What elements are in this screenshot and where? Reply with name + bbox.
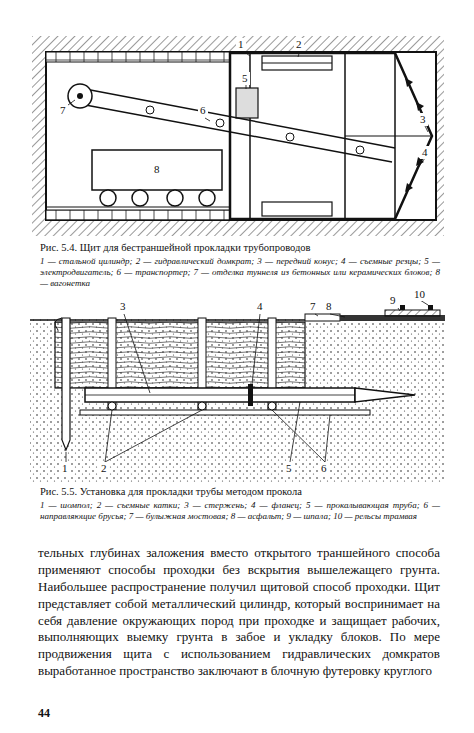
callout-number: 4 xyxy=(255,300,265,313)
figure-caption: Рис. 5.5. Установка для прокладки трубы … xyxy=(40,486,440,499)
callout-number: 6 xyxy=(319,462,329,475)
callout-number: 7 xyxy=(58,104,68,117)
callout-number: 1 xyxy=(236,38,246,51)
figure-caption: Рис. 5.4. Щит для бестраншейной прокладк… xyxy=(40,242,440,255)
callout-number: 2 xyxy=(294,38,304,51)
callout-number: 8 xyxy=(152,163,162,176)
callout-number: 8 xyxy=(324,300,334,313)
callout-number: 5 xyxy=(240,72,250,85)
piercing-figure xyxy=(30,300,445,483)
callout-number: 4 xyxy=(420,146,430,159)
figure-legend: 1 — шомпол; 2 — съемные катки; 3 — стерж… xyxy=(40,500,440,522)
callout-number: 9 xyxy=(388,294,398,307)
shield-figure xyxy=(32,36,444,236)
callout-number: 2 xyxy=(99,462,109,475)
callout-number: 3 xyxy=(118,300,128,313)
body-text: тельных глубинах заложения вместо открыт… xyxy=(38,545,440,680)
callout-number: 10 xyxy=(412,288,427,301)
page-number: 44 xyxy=(38,706,50,720)
callout-number: 7 xyxy=(308,300,318,313)
callout-number: 5 xyxy=(284,462,294,475)
callout-number: 6 xyxy=(198,104,208,117)
callout-number: 1 xyxy=(60,462,70,475)
figure-legend: 1 — стальной цилиндр; 2 — гидравлический… xyxy=(40,256,440,288)
callout-number: 3 xyxy=(418,113,428,126)
